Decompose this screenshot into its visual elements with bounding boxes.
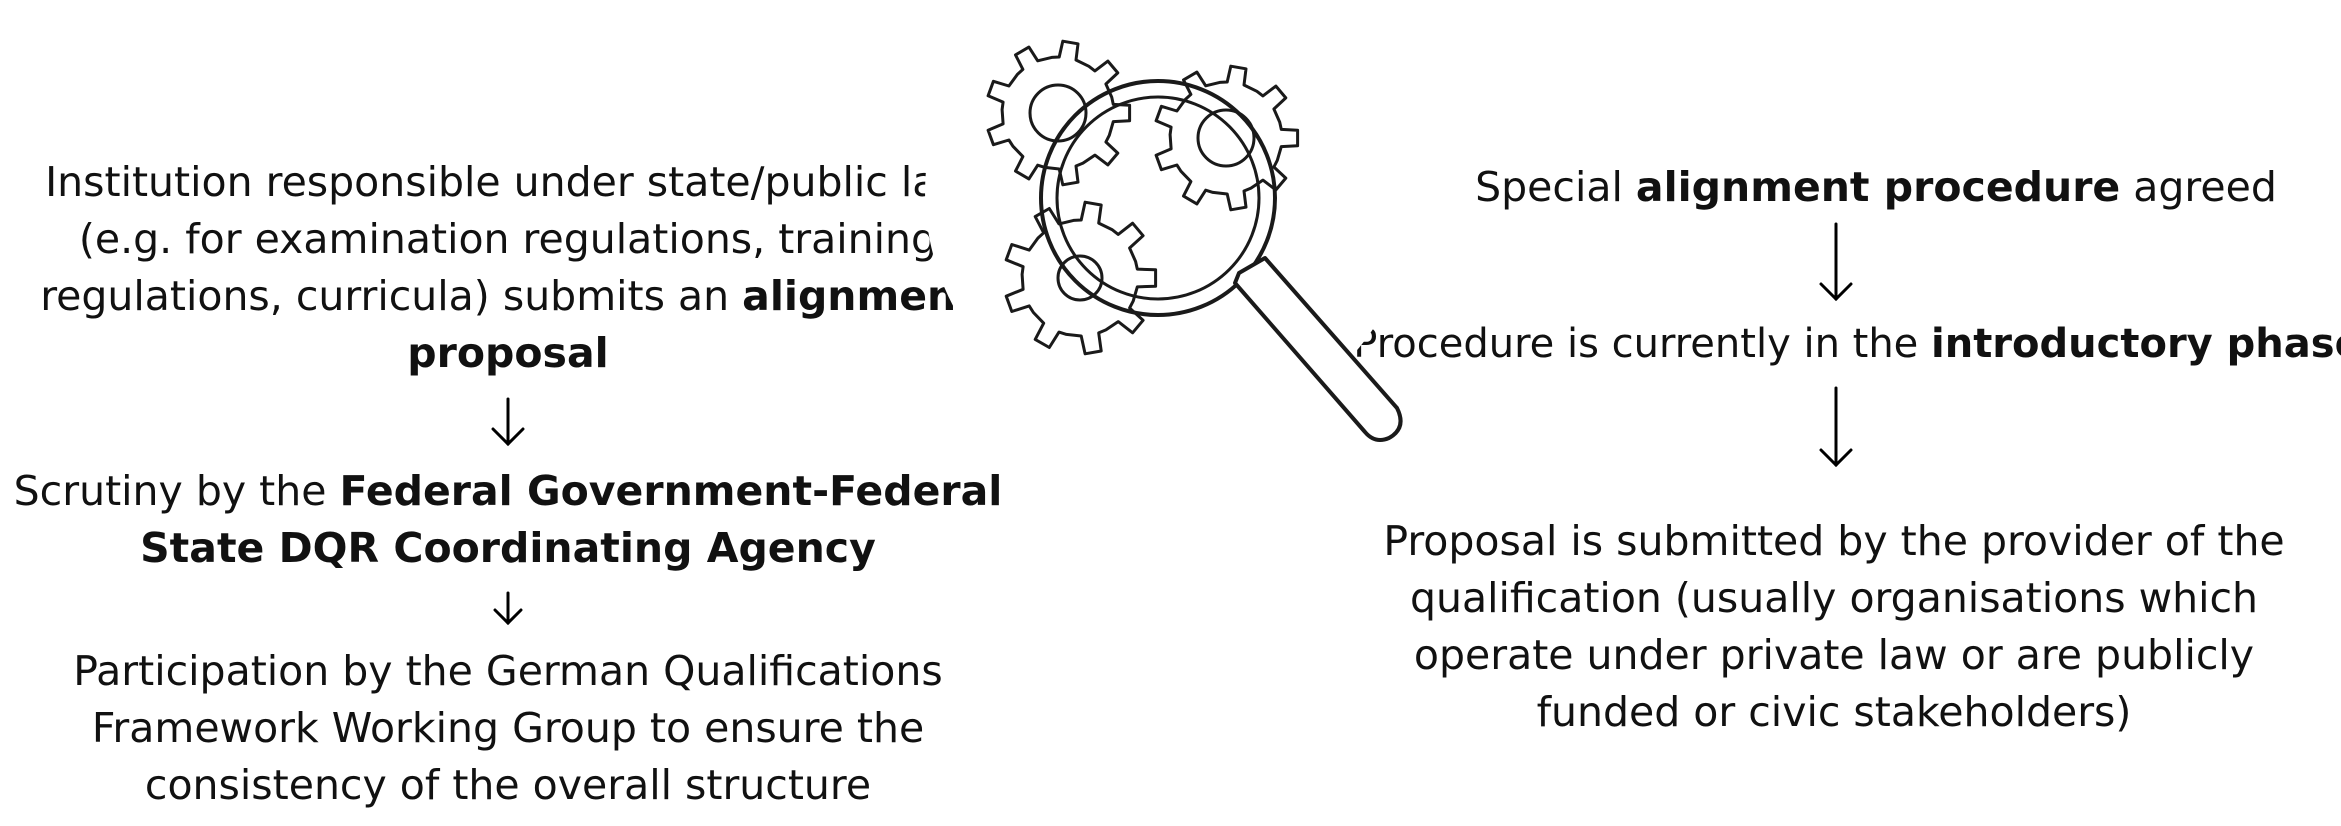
formal-step-1: Institution responsible under state/publ… (11, 136, 1005, 399)
formal-step-2: Scrutiny by the Federal Government-Feder… (11, 446, 1005, 593)
non-formal-step-1-text-after: agreed (2133, 163, 2277, 211)
header-formal-qualifications: Process for formal qualifications (11, 8, 1063, 105)
arrow-down-icon (1819, 386, 1853, 468)
non-formal-step-2-text-before: Procedure is currently in the (1353, 321, 1919, 367)
header-non-formal-qualifications: Process for non-formal qualifications (1333, 8, 2341, 105)
non-formal-step-3: Proposal is submitted by the provider of… (1340, 467, 2328, 787)
non-formal-step-3-text: Proposal is submitted by the provider of… (1383, 517, 2285, 736)
formal-step-1-text: Institution responsible under state/publ… (21, 154, 995, 382)
formal-step-1-text-bold: alignment proposal (407, 271, 976, 377)
gears-icon (986, 39, 1300, 356)
arrow-down-icon (491, 397, 525, 447)
formal-step-3-text: Participation by the German Qualificatio… (73, 647, 943, 809)
arrow-down-icon (1819, 222, 1853, 302)
non-formal-step-1-text: Special alignment procedure agreed (1475, 159, 2277, 216)
header-formal-label: Process for formal qualifications (141, 32, 893, 81)
non-formal-step-2: Procedure is currently in the introducto… (1353, 301, 2341, 388)
formal-step-2-text-before: Scrutiny by the (13, 466, 327, 515)
non-formal-step-2-text: Procedure is currently in the introducto… (1353, 316, 2341, 373)
formal-step-3: Participation by the German Qualificatio… (11, 625, 1005, 826)
non-formal-step-1: Special alignment procedure agreed (1422, 151, 2330, 224)
magnifying-glass-icon (1039, 79, 1403, 442)
non-formal-step-1-text-before: Special (1475, 163, 1623, 211)
arrow-down-icon (493, 591, 523, 626)
formal-step-1-text-before: Institution responsible under state/publ… (40, 157, 971, 320)
formal-step-2-text: Scrutiny by the Federal Government-Feder… (11, 463, 1005, 577)
header-non-formal-label: Process for non-formal qualifications (1429, 32, 2285, 81)
formal-step-2-text-bold: Federal Government-Federal State DQR Coo… (140, 466, 1003, 572)
non-formal-step-2-text-bold: introductory phase (1931, 321, 2341, 367)
non-formal-step-1-text-bold: alignment procedure (1635, 163, 2121, 211)
